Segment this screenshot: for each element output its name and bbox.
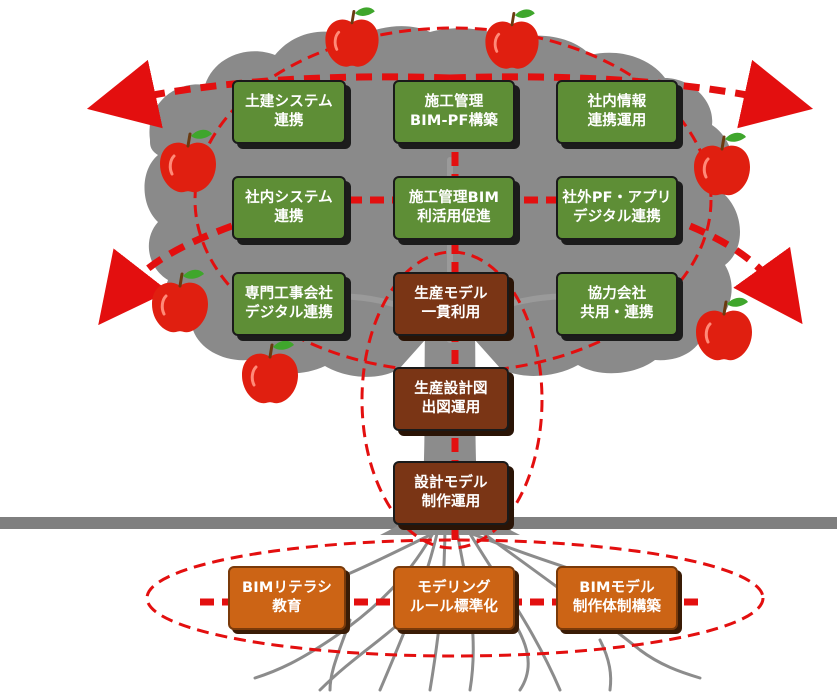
box-line: 制作運用 [421,494,481,510]
apple-icon [483,7,541,71]
box-line: 設計モデル [414,475,488,491]
box-modeling-rules: モデリング ルール標準化 [393,566,515,630]
box-line: 連携運用 [587,113,647,129]
box-line: 制作体制構築 [572,599,662,615]
box-line: 出図運用 [421,400,481,416]
box-production-drawing: 生産設計図 出図運用 [393,367,509,431]
box-line: 教育 [272,599,302,615]
box-line: BIMリテラシ [242,580,332,596]
box-line: 共用・連携 [580,305,654,321]
box-production-model: 生産モデル 一貫利用 [393,272,509,336]
box-line: BIMモデル [579,580,655,596]
box-line: 協力会社 [587,286,647,302]
box-line: ルール標準化 [409,599,499,615]
box-bim-literacy: BIMリテラシ 教育 [228,566,346,630]
box-line: 施工管理BIM [408,190,500,206]
box-specialist-contractor-link: 専門工事会社 デジタル連携 [232,272,346,336]
apple-icon [323,5,381,69]
trunk [380,330,520,535]
box-internal-info-link: 社内情報 連携運用 [556,80,678,144]
box-line: 社内情報 [587,94,647,110]
box-line: 連携 [274,113,304,129]
box-civil-system-link: 土建システム 連携 [232,80,346,144]
roots-ellipse [145,538,765,658]
box-line: 生産モデル [414,286,488,302]
box-line: デジタル連携 [245,305,333,321]
box-construction-bim-pf: 施工管理 BIM-PF構築 [393,80,515,144]
box-line: モデリング [417,580,491,596]
box-line: 土建システム [245,94,333,110]
canopy-ellipse [193,26,713,374]
box-external-pf-app-link: 社外PF・アプリ デジタル連携 [556,176,678,240]
box-line: デジタル連携 [573,209,661,225]
box-line: 専門工事会社 [244,286,334,302]
box-construction-bim-usage: 施工管理BIM 利活用促進 [393,176,515,240]
box-line: 連携 [274,209,304,225]
box-bim-model-system: BIMモデル 制作体制構築 [556,566,678,630]
trunk-ellipse [360,250,544,550]
box-line: BIM-PF構築 [409,113,499,129]
box-internal-system-link: 社内システム 連携 [232,176,346,240]
box-design-model: 設計モデル 制作運用 [393,461,509,525]
box-line: 社外PF・アプリ [562,190,672,206]
box-line: 社内システム [245,190,333,206]
dashed-ellipses [145,26,765,658]
box-line: 施工管理 [424,94,484,110]
box-line: 利活用促進 [417,209,491,225]
box-line: 一貫利用 [421,305,481,321]
box-line: 生産設計図 [414,381,488,397]
box-partner-company-link: 協力会社 共用・連携 [556,272,678,336]
